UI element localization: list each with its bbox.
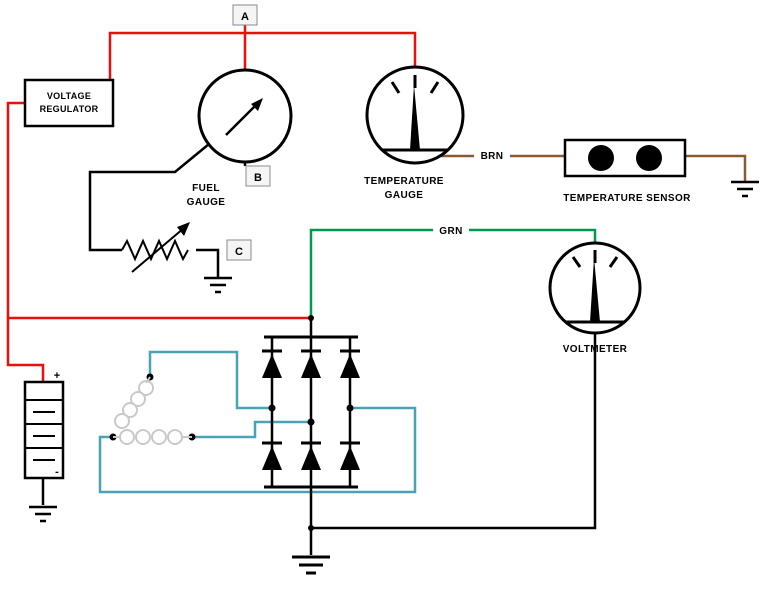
grn-wire-label: GRN bbox=[439, 226, 462, 237]
coil-loop bbox=[167, 429, 183, 445]
fuel-gauge-needle bbox=[225, 101, 260, 136]
node-a-box bbox=[232, 4, 258, 26]
node-c-label: C bbox=[235, 246, 243, 258]
coil-loop bbox=[130, 391, 146, 407]
red-power-wires bbox=[6, 25, 417, 382]
junction-dot bbox=[308, 315, 314, 321]
fuel-gauge-needle-arrowhead bbox=[251, 98, 263, 111]
diode-icon bbox=[301, 446, 321, 470]
voltage-regulator-box bbox=[23, 78, 115, 128]
battery-cell-plates bbox=[25, 399, 63, 461]
ground-battery bbox=[29, 505, 57, 523]
wire-teal-phase1 bbox=[148, 350, 272, 410]
coil-loop bbox=[151, 429, 167, 445]
wire-brown-sensor-to-ground bbox=[685, 154, 747, 182]
resistor-arrow-shaft bbox=[131, 227, 185, 273]
junction-dot bbox=[346, 404, 354, 412]
battery-positive-sign: + bbox=[54, 370, 60, 382]
voltage-regulator-label-line1: VOLTAGE bbox=[47, 91, 91, 101]
ground-fuel-sender bbox=[204, 276, 232, 294]
battery-box bbox=[23, 380, 65, 480]
temperature-gauge-ticks bbox=[390, 75, 440, 94]
fuel-gauge-label-line1: FUEL bbox=[192, 183, 220, 194]
resistor-arrowhead-icon bbox=[177, 222, 190, 236]
diode-icon bbox=[340, 354, 360, 378]
coil-loop bbox=[135, 429, 151, 445]
diode-icon bbox=[301, 354, 321, 378]
voltmeter-label: VOLTMETER bbox=[563, 344, 628, 355]
fuel-gauge-label-line2: GAUGE bbox=[187, 197, 226, 208]
node-b-box bbox=[245, 165, 271, 187]
coil-loop bbox=[138, 380, 154, 396]
node-b-label: B bbox=[254, 172, 262, 184]
battery-negative-sign: - bbox=[55, 466, 59, 478]
temperature-sensor-label: TEMPERATURE SENSOR bbox=[563, 193, 691, 204]
brn-wire-label: BRN bbox=[481, 151, 504, 162]
node-c-box bbox=[226, 239, 252, 261]
temperature-gauge-label-line1: TEMPERATURE bbox=[364, 176, 444, 187]
diode-icon bbox=[262, 446, 282, 470]
wire-red-regulator-battery bbox=[6, 101, 45, 382]
temperature-sensor-terminal bbox=[588, 145, 614, 171]
wire-teal-phase3 bbox=[98, 406, 417, 494]
diode-triangles bbox=[177, 222, 360, 470]
coil-loop bbox=[114, 413, 130, 429]
temperature-gauge-label-line2: GAUGE bbox=[385, 190, 424, 201]
ground-temp-sensor bbox=[731, 180, 759, 198]
junction-dots bbox=[109, 315, 354, 531]
brn-label-bg bbox=[474, 147, 510, 162]
grn-label-bg bbox=[433, 222, 469, 237]
black-wires bbox=[29, 143, 759, 575]
junction-dot bbox=[308, 525, 314, 531]
ground-main bbox=[292, 555, 330, 575]
voltage-regulator-label-line2: REGULATOR bbox=[40, 104, 99, 114]
wire-teal-phase2 bbox=[192, 420, 311, 439]
diode-icon bbox=[262, 354, 282, 378]
junction-dot bbox=[268, 404, 276, 412]
resistor-zigzag bbox=[121, 238, 189, 262]
diode-icon bbox=[340, 446, 360, 470]
voltmeter-needle bbox=[590, 258, 600, 322]
wire-sender-to-ground bbox=[196, 248, 220, 278]
voltmeter-ticks bbox=[571, 250, 619, 268]
diode-bars bbox=[262, 349, 360, 445]
temperature-sensor-terminal bbox=[636, 145, 662, 171]
wire-red-top-bus bbox=[108, 31, 417, 80]
teal-stator-wires bbox=[98, 350, 417, 494]
temperature-sensor-box bbox=[563, 138, 687, 178]
wire-fuel-sender bbox=[88, 143, 210, 252]
stator-winding bbox=[113, 376, 192, 445]
node-a-label: A bbox=[241, 11, 249, 23]
wire-voltmeter-to-ground bbox=[311, 333, 597, 530]
temperature-gauge-needle bbox=[410, 85, 420, 150]
coil-loop bbox=[122, 402, 138, 418]
coil-leads bbox=[113, 376, 192, 438]
junction-dot bbox=[307, 418, 315, 426]
coil-loop bbox=[119, 429, 135, 445]
